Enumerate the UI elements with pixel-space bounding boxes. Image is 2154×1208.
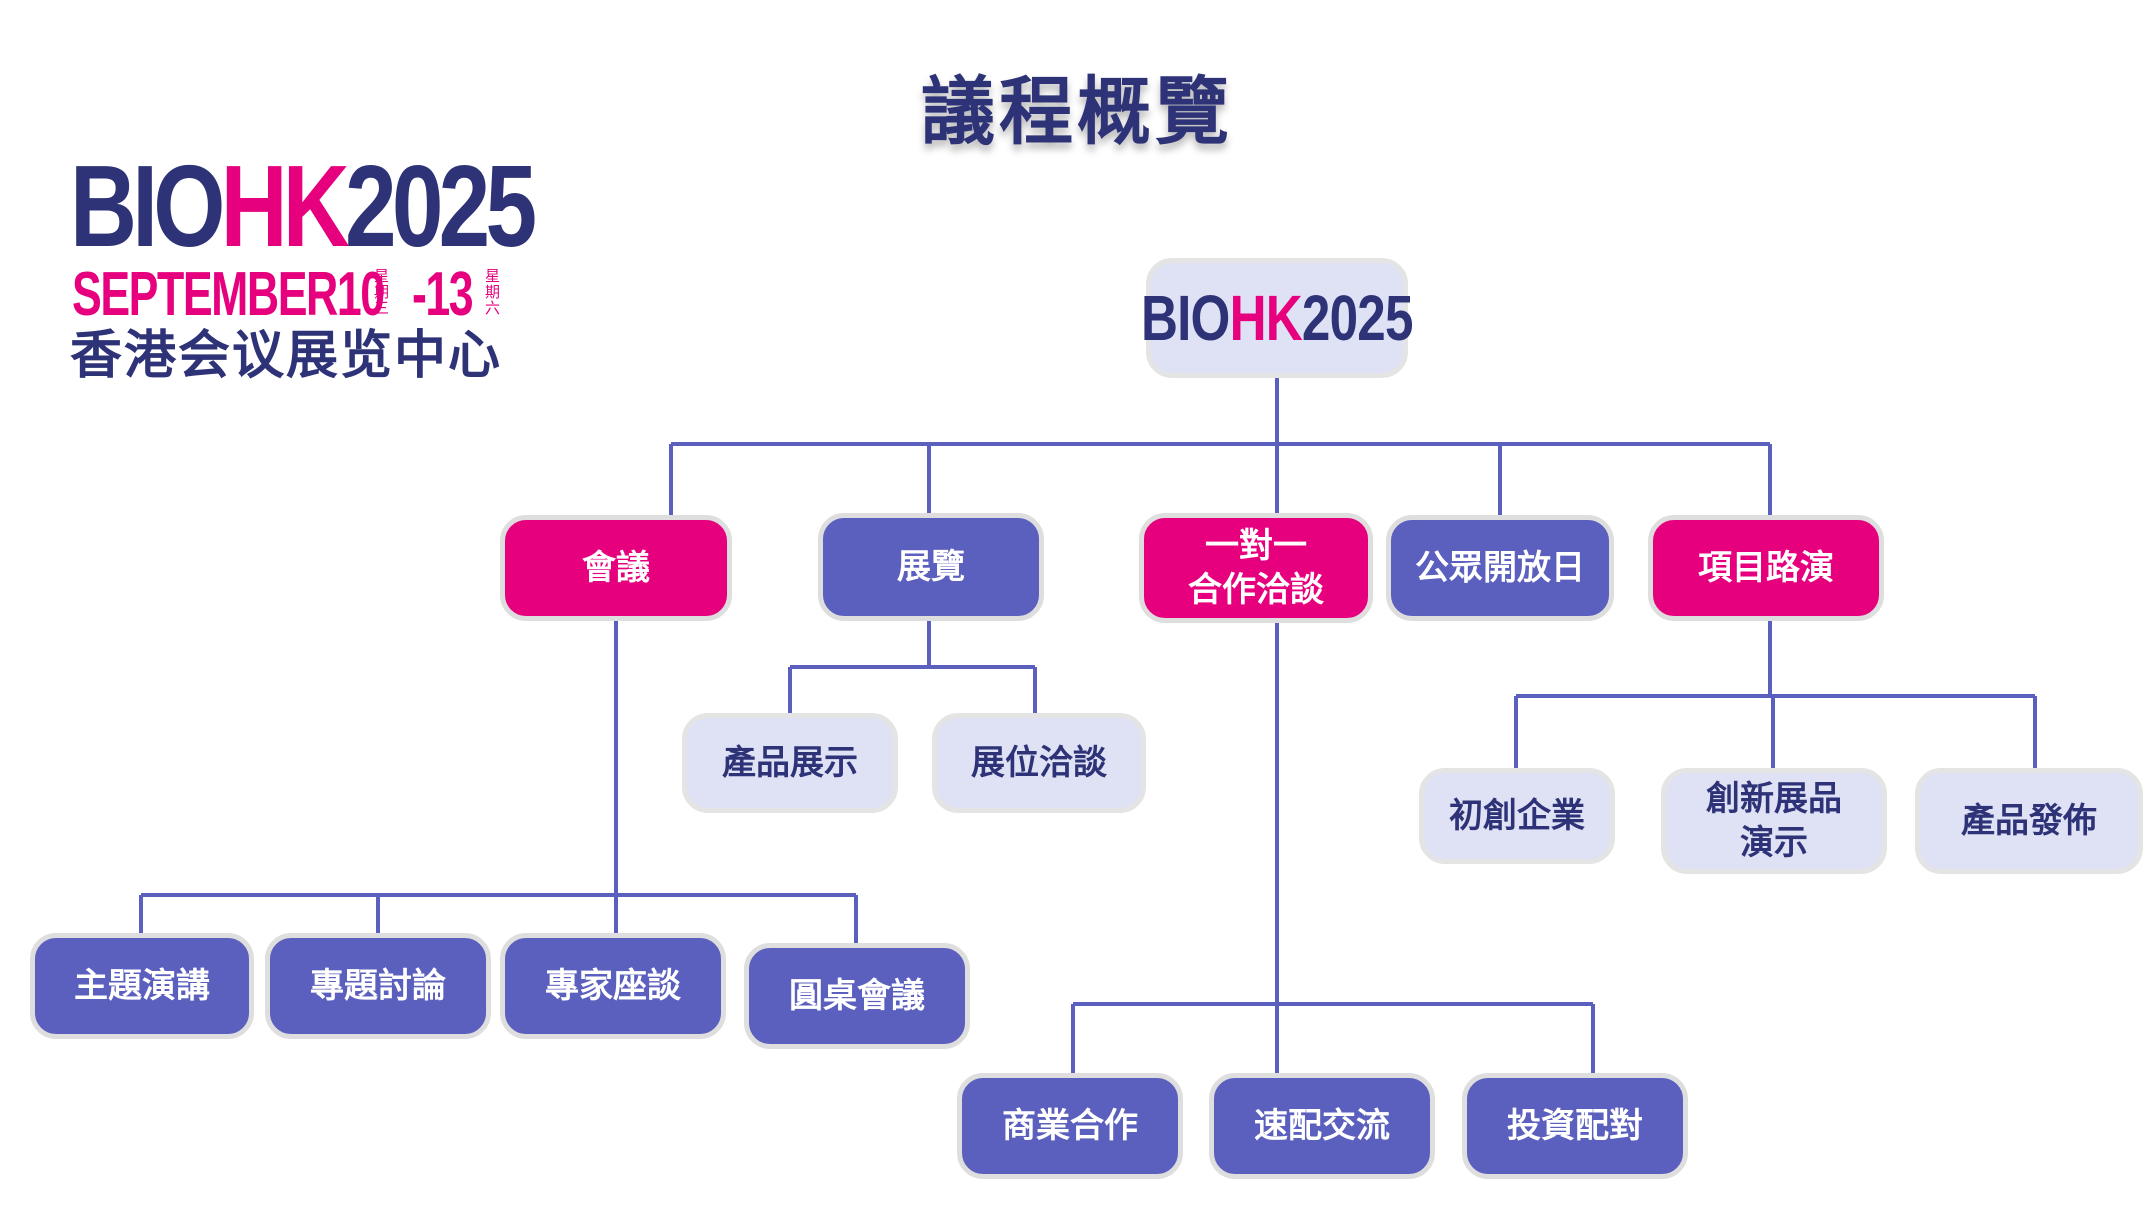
category-conference-label: 會議 bbox=[582, 548, 650, 588]
category-conference: 會議 bbox=[500, 515, 732, 621]
logo-wordmark: BIOHK2025 bbox=[70, 148, 537, 264]
exhibition-item-booth-talks: 展位洽談 bbox=[932, 713, 1146, 813]
matching-item-label: 速配交流 bbox=[1254, 1106, 1390, 1146]
conference-item-roundtable: 圓桌會議 bbox=[744, 943, 970, 1049]
logo-date-start: SEPTEMBER10 bbox=[72, 260, 385, 329]
conference-item-keynote: 主題演講 bbox=[30, 933, 254, 1039]
roadshow-item-startups: 初創企業 bbox=[1419, 768, 1615, 864]
root-bio-text: BIO bbox=[1141, 282, 1230, 354]
category-exhibition-label: 展覽 bbox=[897, 547, 965, 587]
root-hk-text: HK bbox=[1229, 282, 1303, 354]
logo-venue: 香港会议展览中心 bbox=[70, 326, 503, 386]
matching-item-label: 投資配對 bbox=[1507, 1106, 1643, 1146]
roadshow-item-label: 產品發佈 bbox=[1961, 801, 2097, 841]
roadshow-item-innovation-demo: 創新展品 演示 bbox=[1661, 768, 1887, 874]
exhibition-item-product-display: 產品展示 bbox=[682, 713, 898, 813]
roadshow-item-label: 初創企業 bbox=[1449, 796, 1585, 836]
conference-item-label: 主題演講 bbox=[74, 966, 210, 1006]
root-node: BIOHK2025 bbox=[1141, 258, 1414, 378]
category-roadshow: 項目路演 bbox=[1648, 515, 1884, 621]
root-year-text: 2025 bbox=[1302, 282, 1414, 354]
conference-item-label: 專題討論 bbox=[310, 966, 446, 1006]
conference-item-expert-talk: 專家座談 bbox=[500, 933, 726, 1039]
category-roadshow-label: 項目路演 bbox=[1698, 548, 1834, 588]
category-one-on-one-label: 一對一 合作洽談 bbox=[1188, 526, 1324, 610]
logo-year-text: 2025 bbox=[345, 141, 537, 271]
matching-item-label: 商業合作 bbox=[1002, 1106, 1138, 1146]
roadshow-item-label: 創新展品 演示 bbox=[1706, 779, 1842, 863]
root-node-label: BIOHK2025 bbox=[1141, 286, 1413, 350]
connector-exhibition-sub bbox=[788, 621, 1037, 715]
logo-weekday-start: 星期三 bbox=[372, 268, 390, 316]
category-one-on-one: 一對一 合作洽談 bbox=[1139, 513, 1373, 623]
connector-conference-sub bbox=[139, 621, 858, 945]
roadshow-item-product-launch: 產品發佈 bbox=[1915, 768, 2143, 874]
exhibition-item-label: 產品展示 bbox=[722, 743, 858, 783]
category-public-day: 公眾開放日 bbox=[1386, 515, 1614, 621]
logo-date-end: -13 bbox=[412, 260, 474, 329]
exhibition-item-label: 展位洽談 bbox=[971, 743, 1107, 783]
event-logo: BIOHK2025 SEPTEMBER10 星期三 -13 星期六 香港会议展览… bbox=[70, 148, 537, 386]
logo-weekday-end: 星期六 bbox=[483, 268, 501, 316]
conference-item-label: 圓桌會議 bbox=[789, 976, 925, 1016]
matching-item-business: 商業合作 bbox=[957, 1073, 1183, 1179]
category-public-day-label: 公眾開放日 bbox=[1415, 548, 1585, 588]
page-title: 議程概覽 bbox=[921, 69, 1233, 155]
category-exhibition: 展覽 bbox=[818, 513, 1044, 621]
matching-item-investment: 投資配對 bbox=[1462, 1073, 1688, 1179]
logo-bio-text: BIO bbox=[70, 141, 225, 271]
conference-item-panel: 專題討論 bbox=[265, 933, 491, 1039]
connector-roadshow-sub bbox=[1514, 621, 2037, 770]
conference-item-label: 專家座談 bbox=[545, 966, 681, 1006]
matching-item-speed: 速配交流 bbox=[1209, 1073, 1435, 1179]
logo-hk-text: HK bbox=[220, 141, 350, 271]
connector-matching-sub bbox=[1071, 621, 1595, 1075]
